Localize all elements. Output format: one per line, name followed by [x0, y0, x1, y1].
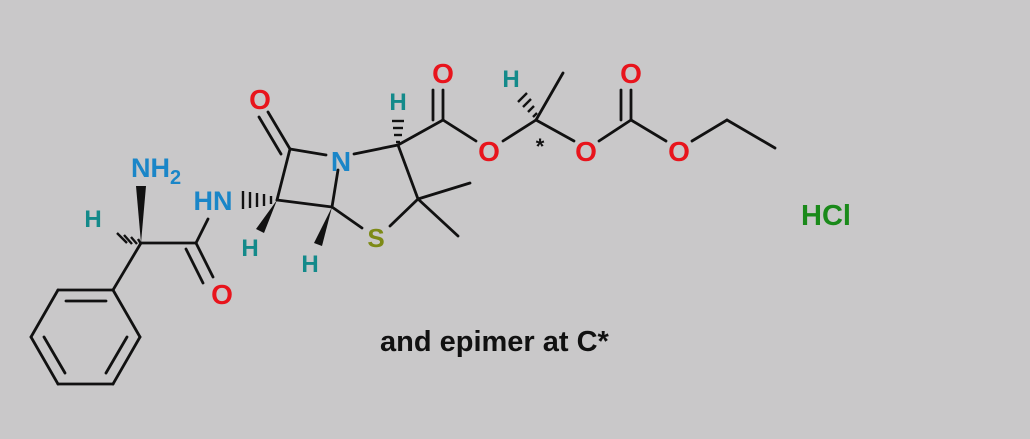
hash-bond — [116, 232, 143, 245]
wedge-bond — [314, 207, 332, 246]
atom-hydrogen: H — [241, 235, 258, 262]
atom-amide-nitrogen: HN — [194, 186, 233, 216]
bond — [597, 118, 633, 143]
bond — [330, 205, 364, 230]
hash-bond — [517, 92, 538, 118]
atom-amine-group: NH2 — [131, 153, 181, 189]
atom-oxygen: O — [620, 58, 642, 89]
bond — [330, 168, 340, 209]
stereocenter-marker: * — [536, 134, 545, 159]
bond — [396, 118, 445, 147]
bond — [725, 118, 777, 150]
bond — [388, 197, 420, 228]
atom-oxygen: O — [575, 136, 597, 167]
bond — [257, 115, 283, 156]
atom-labels: O N H O O H * O O O S H H NH2 HN H O — [84, 58, 690, 310]
bond — [288, 147, 328, 157]
atom-hydrogen: H — [301, 251, 318, 278]
bonds — [29, 71, 777, 386]
bond — [111, 288, 142, 339]
hash-bond — [241, 191, 273, 209]
bond — [29, 288, 60, 339]
bond — [42, 335, 67, 375]
bond — [275, 198, 334, 209]
caption-text: and epimer at C* — [380, 326, 609, 358]
hash-bond — [392, 119, 404, 144]
bond — [194, 241, 215, 279]
bond — [534, 118, 576, 143]
bond — [194, 217, 210, 245]
bond — [352, 143, 400, 156]
atom-hydrogen: H — [502, 66, 519, 93]
atom-hydrogen: H — [84, 206, 101, 233]
bond — [275, 147, 292, 202]
bond — [534, 71, 565, 122]
atom-oxygen: O — [478, 136, 500, 167]
bond — [690, 118, 729, 143]
bond — [416, 181, 472, 201]
atom-oxygen: O — [668, 136, 690, 167]
wedge-bond — [256, 200, 277, 233]
atom-oxygen: O — [432, 58, 454, 89]
amine-label: NH — [131, 153, 170, 183]
bond — [104, 335, 129, 375]
atom-sulfur: S — [367, 223, 384, 253]
bond — [501, 118, 538, 143]
amine-subscript: 2 — [170, 167, 181, 189]
atom-nitrogen: N — [331, 146, 351, 177]
bond — [396, 143, 420, 201]
bond — [441, 118, 478, 143]
bond — [266, 110, 292, 151]
bond — [184, 247, 205, 285]
bond — [111, 335, 142, 386]
atom-oxygen: O — [249, 84, 271, 115]
bond — [111, 241, 143, 292]
stereo-bonds — [116, 92, 538, 246]
atom-hydrogen: H — [389, 89, 406, 116]
bond — [629, 118, 668, 143]
atom-oxygen: O — [211, 279, 233, 310]
wedge-bond — [136, 186, 146, 243]
bond — [416, 197, 460, 238]
bond — [29, 335, 60, 386]
salt-label: HCl — [801, 200, 851, 232]
